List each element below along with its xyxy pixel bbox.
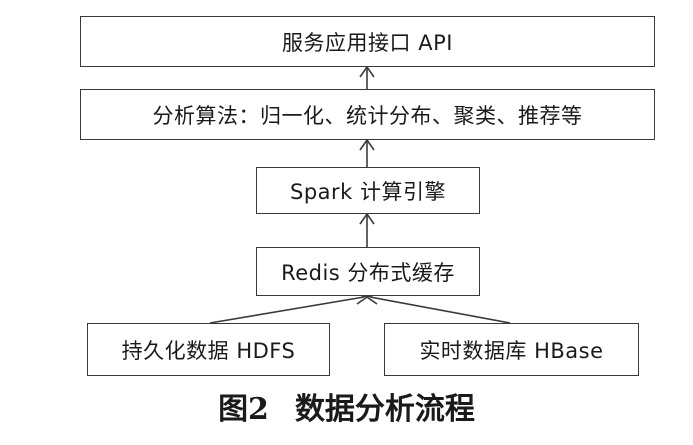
figure-title: 数据分析流程: [294, 392, 475, 427]
spark-node: Spark 计算引擎: [256, 167, 480, 214]
algorithms-node: 分析算法：归一化、统计分布、聚类、推荐等: [80, 89, 655, 140]
algorithms-node-label: 分析算法：归一化、统计分布、聚类、推荐等: [152, 103, 583, 128]
api-node: 服务应用接口 API: [80, 16, 655, 67]
redis-node-label: Redis 分布式缓存: [281, 260, 455, 285]
api-node-label: 服务应用接口 API: [282, 30, 453, 55]
edge-spark-to-algorithms: [359, 138, 375, 167]
hdfs-node: 持久化数据 HDFS: [87, 323, 330, 376]
hbase-node: 实时数据库 HBase: [384, 323, 639, 376]
spark-node-label: Spark 计算引擎: [290, 179, 446, 204]
edge-hdfs-to-redis: [209, 293, 511, 324]
figure-number: 图2: [218, 392, 269, 427]
edge-algorithms-to-api: [359, 65, 375, 89]
hbase-node-label: 实时数据库 HBase: [419, 338, 604, 363]
edge-redis-to-spark: [359, 212, 375, 247]
hdfs-node-label: 持久化数据 HDFS: [121, 338, 296, 363]
redis-node: Redis 分布式缓存: [256, 247, 480, 296]
figure-caption: 图2 数据分析流程: [0, 381, 693, 431]
